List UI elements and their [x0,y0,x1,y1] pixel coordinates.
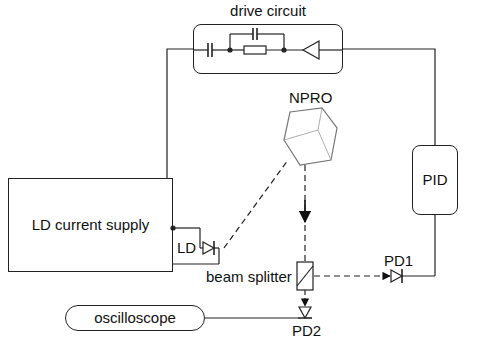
part-label: LD [177,239,196,256]
wire [343,49,435,145]
device-box: PID [412,145,458,215]
beam-splitter-symbol [297,262,313,290]
part-label: beam splitter [206,268,292,285]
part-label: PD2 [292,322,321,339]
drive-circuit-components [193,28,343,59]
device-box: LD current supply [8,178,173,272]
part-label: PD1 [384,252,413,269]
box-label: drive circuit [230,2,306,19]
box-label: oscilloscope [94,309,176,326]
npro-crystal [284,108,337,165]
box-label: LD current supply [32,216,150,233]
device-box: oscilloscope [65,305,205,331]
part-label: NPRO [289,89,332,106]
output-beam [305,165,390,306]
photodiode-pd2 [205,307,312,318]
laser-diode [171,226,219,264]
photodiode-pd1 [391,215,435,283]
pump-beam [224,160,288,248]
wire [167,49,193,178]
circuit-group-box: drive circuit [193,2,343,74]
box-outline [193,24,343,74]
box-label: PID [422,171,447,188]
